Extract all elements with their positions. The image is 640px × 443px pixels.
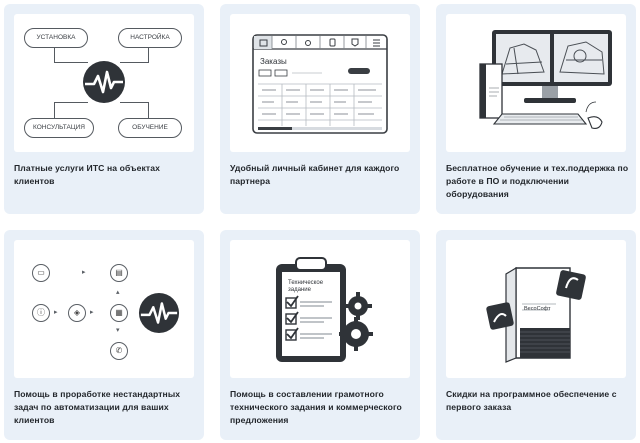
- its-services-illustration: УСТАНОВКА НАСТРОЙКА КОНСУЛЬТАЦИЯ ОБУЧЕНИ…: [14, 14, 194, 152]
- feature-card-training-support: Бесплатное обучение и тех.поддержка по р…: [436, 4, 636, 214]
- setup-pill: НАСТРОЙКА: [118, 28, 182, 48]
- pulse-logo-icon: [138, 292, 180, 334]
- cube-icon: ◈: [68, 304, 86, 322]
- cabinet-screen-mockup: [252, 34, 388, 134]
- install-pill: УСТАНОВКА: [24, 28, 88, 48]
- laptop-icon: ▭: [32, 264, 50, 282]
- clipboard-title: Техническое задание: [288, 280, 324, 293]
- feature-card-custom-automation: ▭ ▸ ▤ ⓘ ▸ ◈ ▸ ▦ ▴ ▾ ✆ Помощь в проработк…: [4, 230, 204, 440]
- training-pill: ОБУЧЕНИЕ: [118, 118, 182, 138]
- card-caption: Скидки на программное обеспечение с перв…: [446, 389, 617, 412]
- card-caption: Платные услуги ИТС на объектах клиентов: [14, 163, 160, 186]
- partner-cabinet-illustration: Заказы: [230, 14, 410, 152]
- card-caption: Помощь в составлении грамотного техничес…: [230, 389, 402, 425]
- arrow-icon: ▾: [116, 327, 120, 334]
- card-caption: Удобный личный кабинет для каждого партн…: [230, 163, 400, 186]
- phone-icon: ✆: [110, 342, 128, 360]
- info-icon: ⓘ: [32, 304, 50, 322]
- card-caption: Бесплатное обучение и тех.поддержка по р…: [446, 163, 629, 199]
- arrow-icon: ▸: [90, 309, 94, 316]
- clipboard-checklist-icon: [276, 257, 373, 362]
- document-icon: ▤: [110, 264, 128, 282]
- arrow-icon: ▸: [54, 309, 58, 316]
- card-caption: Помощь в проработке нестандартных задач …: [14, 389, 181, 425]
- consult-pill: КОНСУЛЬТАЦИЯ: [24, 118, 94, 138]
- feature-card-technical-spec: Техническое задание Помощь в составлении…: [220, 230, 420, 440]
- custom-automation-illustration: ▭ ▸ ▤ ⓘ ▸ ◈ ▸ ▦ ▴ ▾ ✆: [14, 240, 194, 378]
- technical-spec-illustration: Техническое задание: [230, 240, 410, 378]
- feature-card-partner-cabinet: Заказы Удобный личный кабинет для каждог…: [220, 4, 420, 214]
- feature-card-software-discount: ВесоСофт Скидки на программное обеспечен…: [436, 230, 636, 440]
- orders-title: Заказы: [260, 57, 287, 66]
- software-box-icon: [486, 266, 586, 363]
- software-discount-illustration: ВесоСофт: [446, 240, 626, 378]
- computer-workstation-icon: [479, 30, 612, 129]
- arrow-icon: ▴: [116, 289, 120, 296]
- pulse-logo-icon: [83, 61, 125, 103]
- box-brand-label: ВесоСофт: [524, 306, 551, 312]
- training-support-illustration: [446, 14, 626, 152]
- feature-card-its-services: УСТАНОВКА НАСТРОЙКА КОНСУЛЬТАЦИЯ ОБУЧЕНИ…: [4, 4, 204, 214]
- arrow-icon: ▸: [82, 269, 86, 276]
- screen-icon: ▦: [110, 304, 128, 322]
